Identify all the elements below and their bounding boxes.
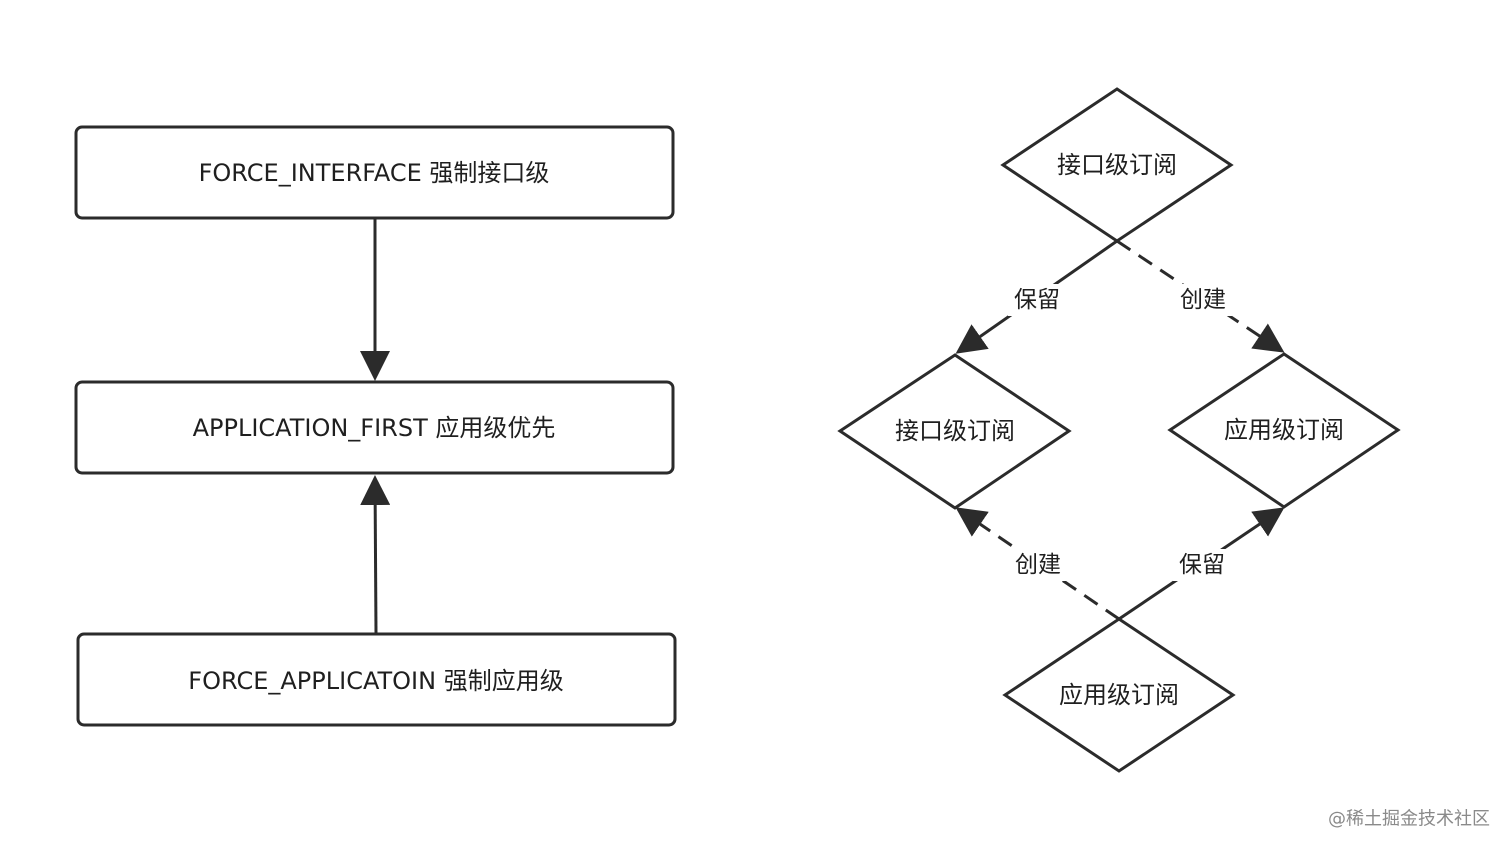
edge-label-bottom-to-right-text: 保留 — [1179, 552, 1225, 578]
diamond-top-shape — [1000, 87, 1234, 243]
diamond-bottom: 应用级订阅 — [1002, 617, 1236, 773]
edge-label-bottom-to-right: 保留 — [1173, 549, 1231, 581]
edge-bottom-to-left — [955, 507, 1120, 621]
edge-label-bottom-to-left-text: 创建 — [1015, 552, 1061, 578]
box-force-interface-label: FORCE_INTERFACE 强制接口级 — [199, 159, 550, 187]
diamond-left: 接口级订阅 — [837, 353, 1072, 510]
edge-label-top-to-right-text: 创建 — [1180, 287, 1226, 313]
box-force-interface-rect — [74, 125, 675, 220]
box-force-interface: FORCE_INTERFACE 强制接口级 — [74, 125, 675, 220]
diamond-top-label: 接口级订阅 — [1057, 151, 1177, 179]
edge-label-top-to-right: 创建 — [1174, 284, 1232, 316]
left-flow: FORCE_INTERFACE 强制接口级 APPLICATION_FIRST … — [74, 125, 677, 727]
diamond-top: 接口级订阅 — [1000, 87, 1234, 243]
diamond-bottom-shape — [1002, 617, 1236, 773]
diamond-right: 应用级订阅 — [1167, 352, 1401, 509]
diamond-right-label: 应用级订阅 — [1224, 416, 1344, 444]
arrow-force-application-to-application-first — [360, 475, 391, 634]
edge-label-top-to-left: 保留 — [1008, 284, 1066, 316]
edge-label-bottom-to-left: 创建 — [1009, 549, 1067, 581]
box-force-application-label: FORCE_APPLICATOIN 强制应用级 — [188, 667, 563, 695]
right-flow: 保留 创建 创建 保留 接口级订阅 接口级订阅 应用级订阅 — [837, 87, 1401, 773]
box-force-application: FORCE_APPLICATOIN 强制应用级 — [76, 632, 677, 727]
box-application-first-rect — [74, 380, 675, 475]
diamond-right-shape — [1167, 352, 1401, 509]
diamond-bottom-label: 应用级订阅 — [1059, 681, 1179, 709]
box-force-application-rect — [76, 632, 677, 727]
box-application-first: APPLICATION_FIRST 应用级优先 — [74, 380, 675, 475]
diamond-left-label: 接口级订阅 — [895, 417, 1015, 445]
edge-label-top-to-left-text: 保留 — [1014, 287, 1060, 313]
edge-top-to-right — [1116, 239, 1285, 353]
diamond-left-shape — [837, 353, 1072, 510]
watermark-text: @稀土掘金技术社区 — [1328, 809, 1490, 830]
box-application-first-label: APPLICATION_FIRST 应用级优先 — [193, 414, 556, 442]
